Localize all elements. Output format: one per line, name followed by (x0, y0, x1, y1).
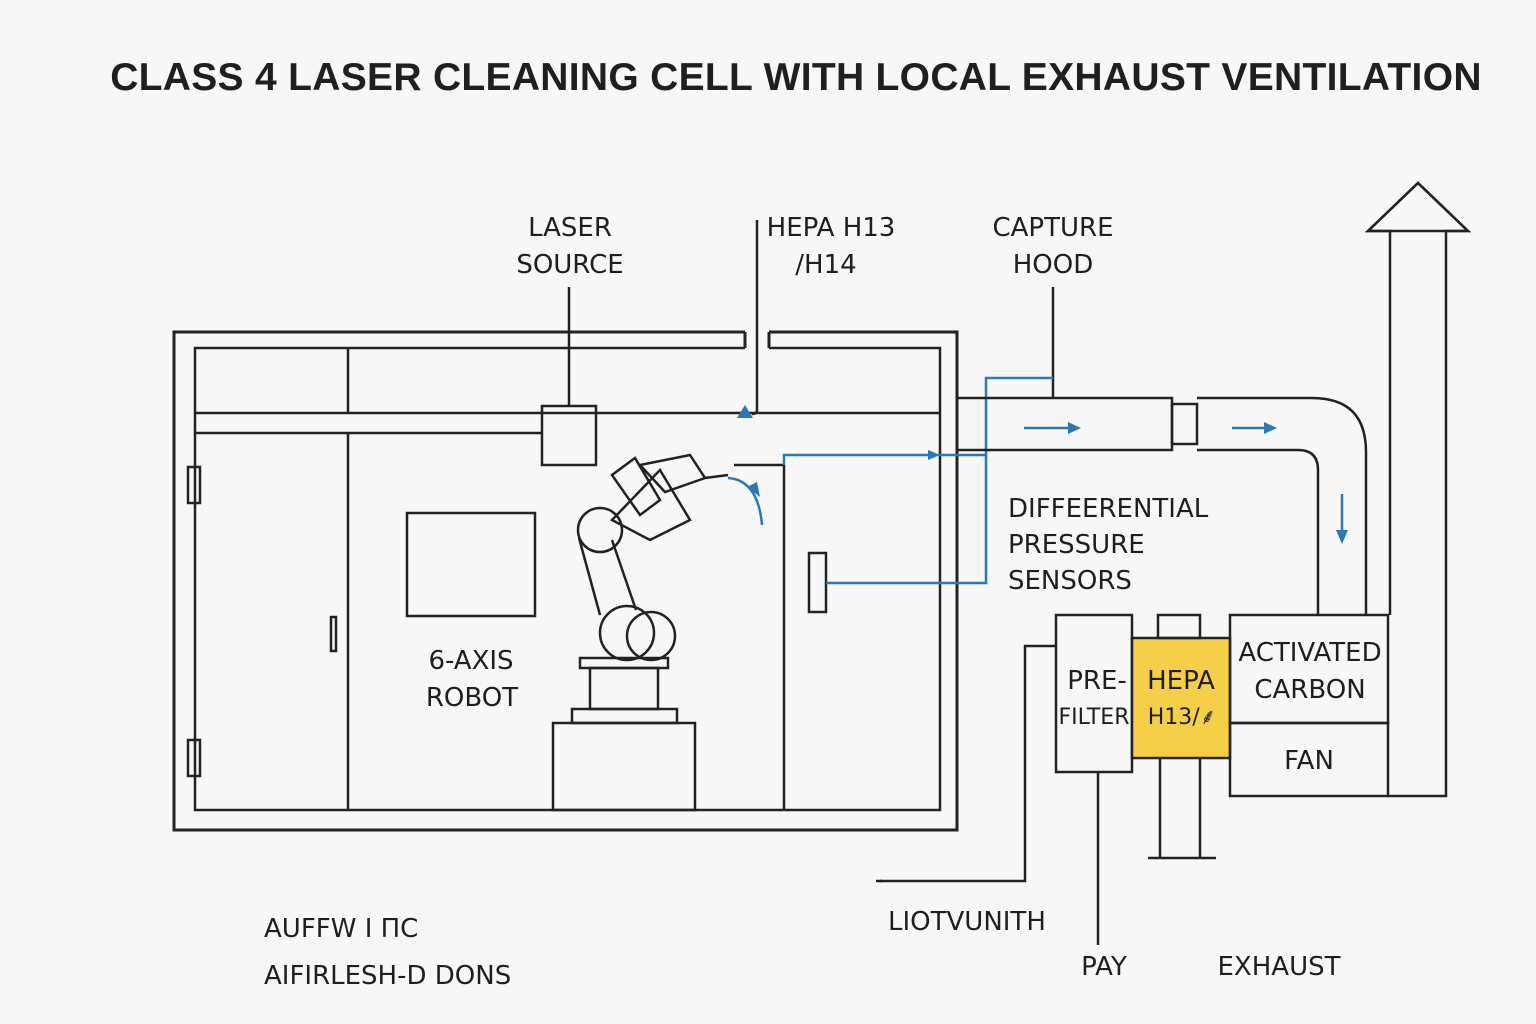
bottom-left-label-1: AUFFW I ΠC (264, 914, 418, 944)
exhaust-stack (1364, 181, 1472, 798)
door-hinge-bottom (186, 738, 202, 778)
flow-arrow-icon (1264, 422, 1277, 434)
flow-arrow-icon (1068, 422, 1081, 434)
carbon-label-2: CARBON (1254, 675, 1365, 705)
carbon-box (1228, 613, 1390, 725)
hepa-top-label-2: /H14 (795, 250, 856, 280)
bottom-left-label-2: AIFIRLESH-D DONS (264, 961, 511, 991)
robot-label-2: ROBOT (426, 683, 518, 713)
leader-arrow-icon (737, 405, 753, 418)
exhaust-label: EXHAUST (1218, 952, 1341, 982)
diagram-title: CLASS 4 LASER CLEANING CELL WITH LOCAL E… (110, 56, 1482, 99)
pre-filter-label-2: FILTER (1059, 705, 1130, 730)
sensors-label-2: PRESSURE (1008, 530, 1145, 560)
fan-box (1228, 721, 1390, 798)
flow-arrow-icon (1336, 530, 1348, 544)
hepa-box-label-1: HEPA (1147, 666, 1215, 696)
beam-arrow-icon (747, 482, 760, 497)
laser-source-box (540, 404, 598, 467)
pressure-sensor (807, 551, 828, 614)
robot-label-1: 6-AXIS (428, 646, 513, 676)
hepa-collar-top (1156, 613, 1202, 640)
exhaust-duct (957, 396, 1368, 615)
pre-filter-label-1: PRE- (1067, 666, 1127, 696)
cell-enclosure (172, 330, 959, 832)
fan-label: FAN (1284, 746, 1334, 776)
flow-arrow-icon (928, 450, 940, 460)
carbon-label-1: ACTIVATED (1238, 638, 1381, 668)
capture-hood-label-2: HOOD (1013, 250, 1094, 280)
sensors-label-3: SENSORS (1008, 566, 1132, 596)
sensors-label-1: DIFFEERENTIAL (1008, 494, 1209, 524)
pay-label: PAY (1081, 952, 1127, 982)
laser-source-label-2: SOURCE (516, 250, 623, 280)
hepa-box-label-2: H13/⸙ (1148, 705, 1216, 730)
exhaust-stack-arrow-icon (1364, 181, 1472, 233)
laser-source-label-1: LASER (528, 213, 612, 243)
capture-hood-label-1: CAPTURE (992, 213, 1113, 243)
door-hinge-top (186, 465, 202, 505)
viewing-window (405, 511, 537, 618)
hepa-box (1130, 636, 1232, 760)
liotvunith-label: LIOTVUNITH (888, 907, 1046, 937)
door-handle (329, 615, 338, 653)
hepa-top-label-1: HEPA H13 (767, 213, 896, 243)
robot-arm-icon (551, 453, 729, 812)
